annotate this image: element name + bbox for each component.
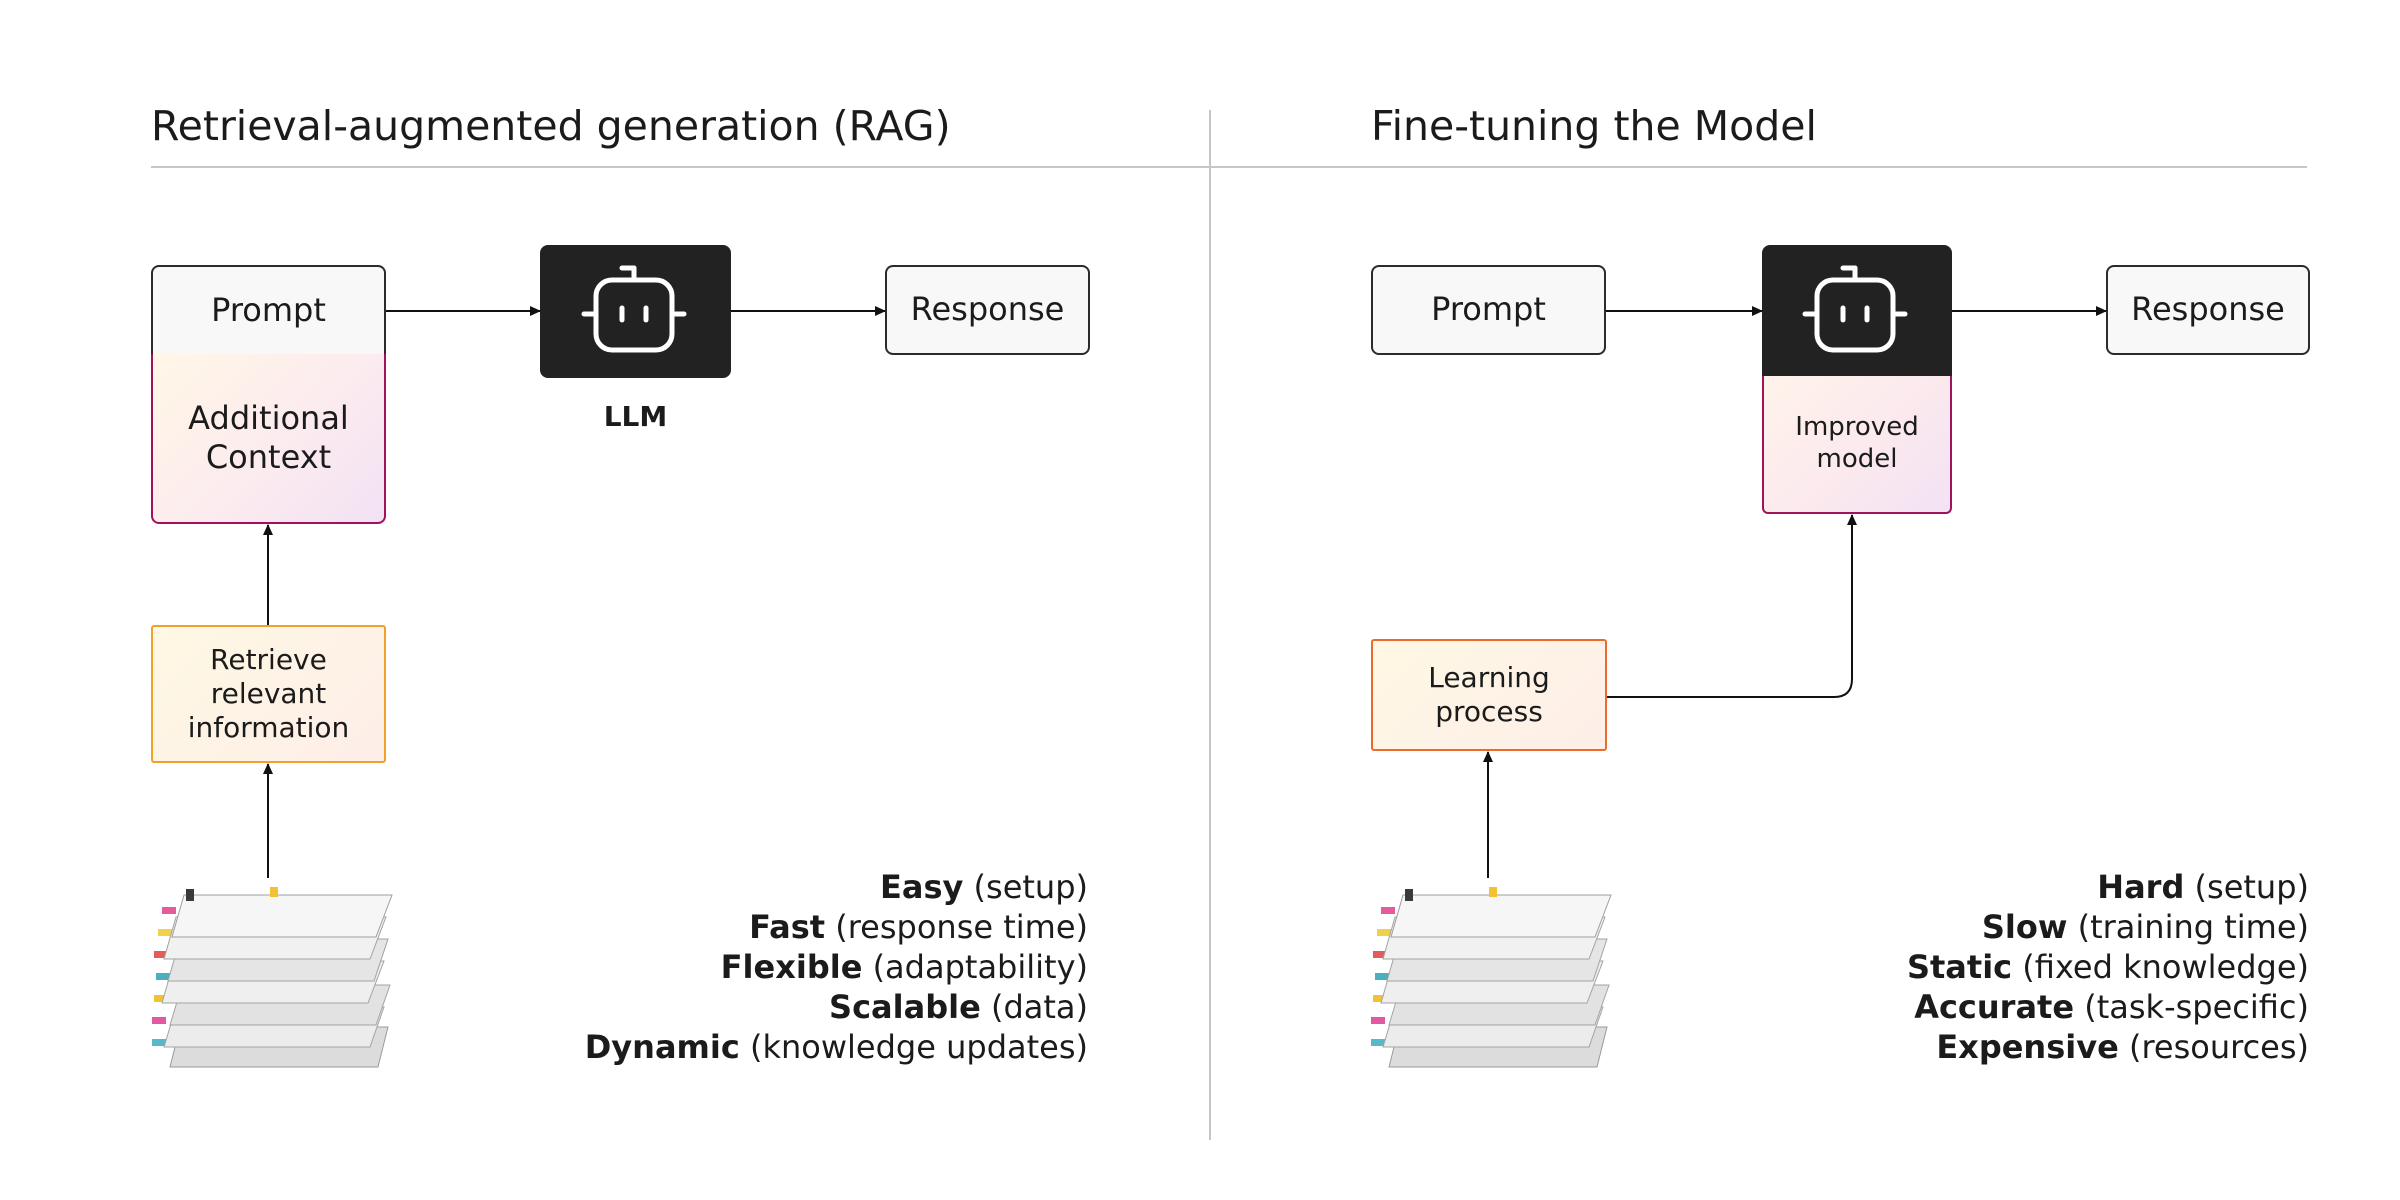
rag-traits-list: Easy (setup) Fast (response time) Flexib…: [585, 867, 1088, 1067]
rag-prompt-box: Prompt: [151, 265, 386, 355]
ft-llm-box: [1762, 245, 1952, 378]
section-divider: [1209, 110, 1211, 1140]
rag-title: Retrieval-augmented generation (RAG): [151, 102, 951, 150]
ft-trait: Static (fixed knowledge): [1906, 948, 2309, 986]
ft-improved-model-box: Improved model: [1762, 376, 1952, 514]
rag-trait: Easy (setup): [880, 868, 1088, 906]
ft-trait: Expensive (resources): [1936, 1028, 2309, 1066]
robot-icon: [1802, 265, 1908, 352]
arrow-learning-to-improved: [1607, 514, 1857, 698]
robot-icon: [581, 265, 686, 352]
ft-title-rule: [1211, 166, 2307, 168]
rag-trait: Dynamic (knowledge updates): [584, 1028, 1088, 1066]
rag-retrieve-box: Retrieve relevant information: [151, 625, 386, 763]
ft-learning-box: Learning process: [1371, 639, 1607, 751]
rag-llm-box: [540, 245, 731, 378]
ft-trait: Accurate (task-specific): [1914, 988, 2309, 1026]
ft-response-box: Response: [2106, 265, 2310, 355]
document-stack-icon: [152, 887, 393, 1068]
rag-title-rule: [151, 166, 1209, 168]
ft-trait: Hard (setup): [2097, 868, 2309, 906]
ft-traits-list: Hard (setup) Slow (training time) Static…: [1907, 867, 2309, 1067]
rag-context-box: Additional Context: [151, 354, 386, 524]
rag-trait: Flexible (adaptability): [720, 948, 1088, 986]
rag-trait: Fast (response time): [749, 908, 1088, 946]
ft-trait: Slow (training time): [1981, 908, 2309, 946]
ft-prompt-box: Prompt: [1371, 265, 1606, 355]
ft-title: Fine-tuning the Model: [1371, 102, 1817, 150]
rag-llm-label: LLM: [603, 400, 668, 433]
rag-trait: Scalable (data): [829, 988, 1088, 1026]
rag-response-box: Response: [885, 265, 1090, 355]
document-stack-icon: [1371, 887, 1612, 1068]
